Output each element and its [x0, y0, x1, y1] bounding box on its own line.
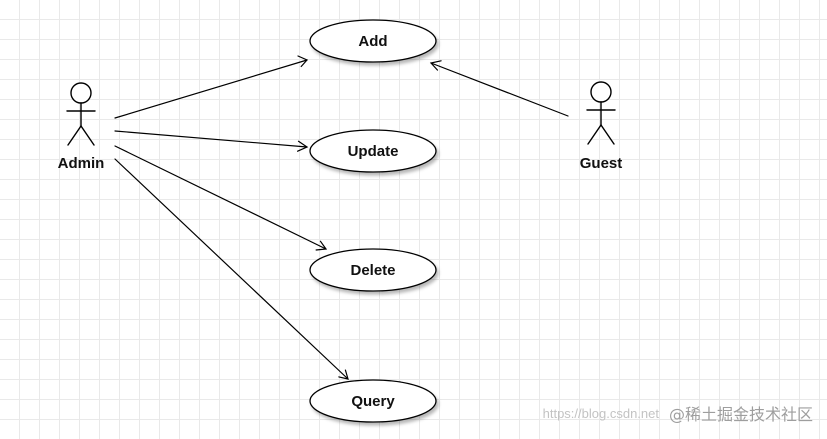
actor-guest: Guest: [580, 81, 623, 172]
use-case-delete-ellipse: [309, 248, 437, 292]
use-case-update-label: Update: [348, 143, 399, 160]
stick-figure-icon: [66, 82, 96, 146]
use-case-query: Query: [309, 379, 437, 423]
actor-admin-label: Admin: [58, 155, 105, 172]
association-guest-add: [429, 60, 569, 117]
use-case-query-ellipse: [309, 379, 437, 423]
use-case-delete: Delete: [309, 248, 437, 292]
association-admin-query: [114, 158, 349, 380]
use-case-add-ellipse: [309, 19, 437, 63]
actor-guest-label: Guest: [580, 155, 623, 172]
use-case-add-label: Add: [358, 33, 387, 50]
use-case-query-label: Query: [351, 393, 395, 410]
use-case-add: Add: [309, 19, 437, 63]
use-case-delete-label: Delete: [350, 262, 395, 279]
associations: [114, 55, 569, 380]
actor-admin: Admin: [58, 82, 105, 172]
use-case-update-ellipse: [309, 129, 437, 173]
stick-figure-icon: [586, 81, 616, 145]
use-case-update: Update: [309, 129, 437, 173]
association-admin-delete: [114, 145, 328, 251]
association-admin-update: [114, 130, 309, 152]
association-admin-add: [114, 55, 308, 119]
